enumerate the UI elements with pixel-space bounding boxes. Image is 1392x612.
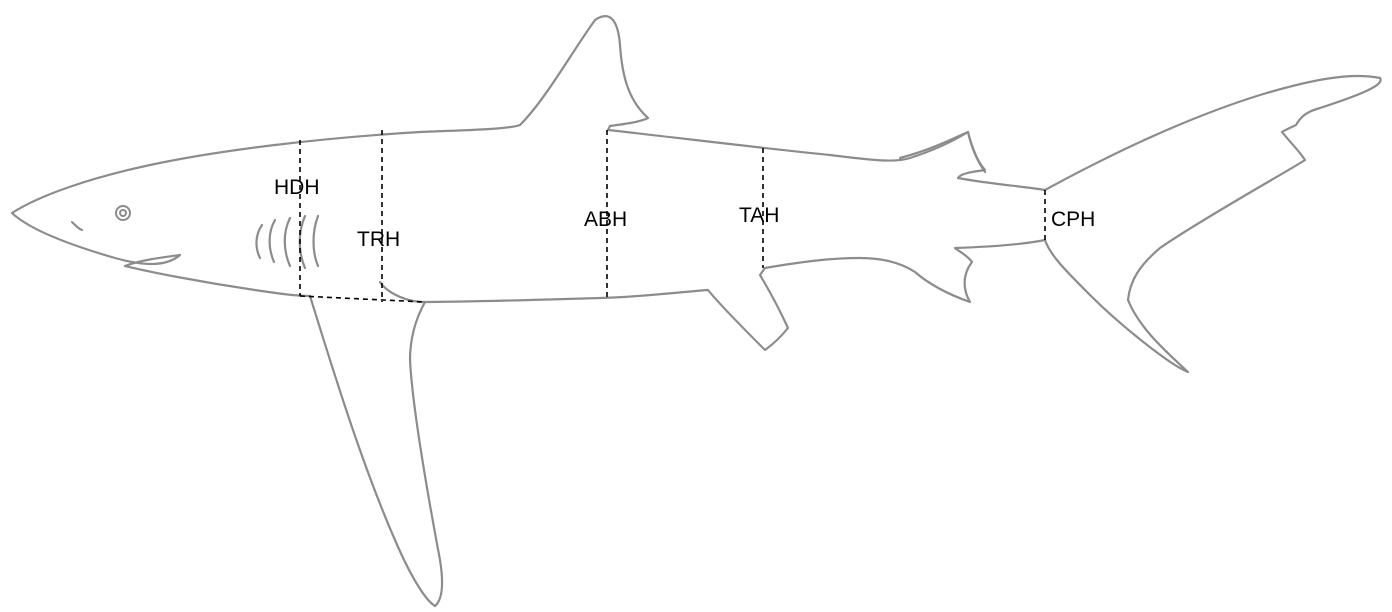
trh-label: TRH	[357, 228, 400, 251]
shark-nostril-icon	[72, 222, 82, 230]
shark-pectoral-fin	[310, 296, 442, 606]
gill-slit-5	[314, 216, 319, 266]
hdh-label: HDH	[274, 176, 320, 199]
shark-caudal-fin-lower	[1045, 240, 1188, 372]
shark-eye-pupil-icon	[120, 210, 126, 216]
cph-label: CPH	[1051, 208, 1095, 231]
shark-second-dorsal-fin	[900, 132, 985, 172]
gill-slit-1	[256, 225, 262, 258]
abh-label: ABH	[584, 208, 627, 231]
shark-body-outline-top	[12, 16, 1381, 300]
tah-label: TAH	[739, 204, 779, 227]
shark-head-bottom	[12, 213, 310, 296]
gill-slit-3	[285, 218, 290, 266]
shark-eye-icon	[116, 206, 130, 220]
gill-slit-2	[270, 220, 275, 262]
shark-body-outline-bottom	[380, 240, 1045, 350]
